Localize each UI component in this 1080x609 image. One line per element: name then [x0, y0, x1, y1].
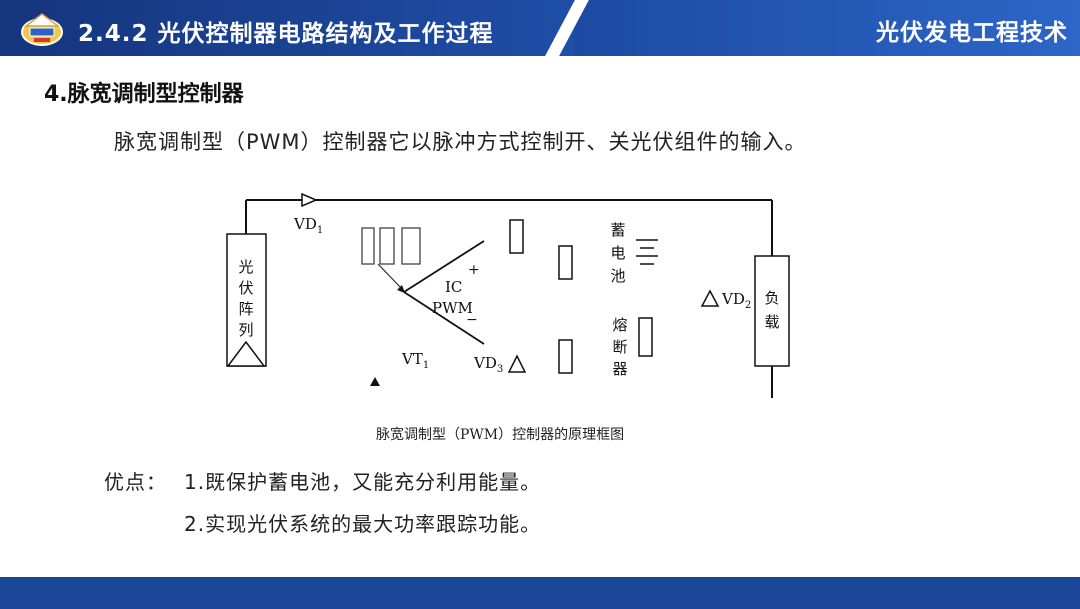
signal-arrow-head-icon [397, 285, 405, 293]
load-char-2: 载 [764, 313, 779, 331]
vt1-label: VT1 [401, 350, 429, 371]
section-title: 2.4.2 光伏控制器电路结构及工作过程 [78, 21, 494, 47]
fuse-char-1: 熔 [612, 316, 627, 334]
vd2-diode-icon [700, 289, 720, 307]
vt1-marker-icon [370, 377, 380, 386]
intro-text: 脉宽调制型（PWM）控制器它以脉冲方式控制开、关光伏组件的输入。 [114, 130, 807, 154]
pv-array-char-2: 伏 [238, 279, 253, 297]
vd3-label: VD3 [473, 354, 503, 375]
fuse-char-3: 器 [612, 360, 627, 378]
battery-symbol-icon [636, 239, 658, 265]
subheading: 4.脉宽调制型控制器 [44, 82, 244, 107]
school-logo-icon [21, 13, 63, 46]
ic-minus: − [466, 312, 478, 328]
pv-array-char-4: 列 [238, 321, 253, 339]
ic-label: IC [445, 278, 462, 296]
header-right-panel [574, 0, 1080, 56]
pv-array-triangle-icon [226, 340, 266, 367]
advantages-label: 优点： [104, 470, 167, 494]
pv-array-char-1: 光 [238, 258, 253, 276]
resistor-group [361, 227, 421, 265]
battery-char-2: 电 [610, 244, 625, 262]
vd3-diode-icon [507, 354, 527, 373]
component-rects [509, 219, 573, 374]
vd2-label: VD2 [721, 290, 751, 311]
circuit-wires [245, 199, 773, 398]
load-char-1: 负 [764, 289, 779, 307]
ic-plus: + [468, 262, 480, 278]
pv-array-char-3: 阵 [238, 300, 253, 318]
signal-arrow-line [377, 263, 404, 291]
vd1-diode-icon [301, 192, 318, 208]
pwm-label: PWM [432, 299, 473, 317]
ic-comparator [403, 240, 485, 345]
footer-bar [0, 577, 1080, 609]
fuse-symbol [638, 317, 653, 357]
fuse-char-2: 断 [612, 338, 627, 356]
header-bar: 2.4.2 光伏控制器电路结构及工作过程 光伏发电工程技术 [0, 0, 1080, 56]
battery-char-1: 蓄 [610, 221, 625, 239]
advantage-item-2: 2.实现光伏系统的最大功率跟踪功能。 [184, 512, 542, 536]
advantage-item-1: 1.既保护蓄电池，又能充分利用能量。 [184, 470, 542, 494]
vd1-label: VD1 [293, 215, 323, 236]
load-box [754, 255, 790, 367]
diagram-caption: 脉宽调制型（PWM）控制器的原理框图 [376, 427, 625, 443]
course-title: 光伏发电工程技术 [876, 20, 1068, 46]
battery-char-3: 池 [610, 267, 625, 285]
